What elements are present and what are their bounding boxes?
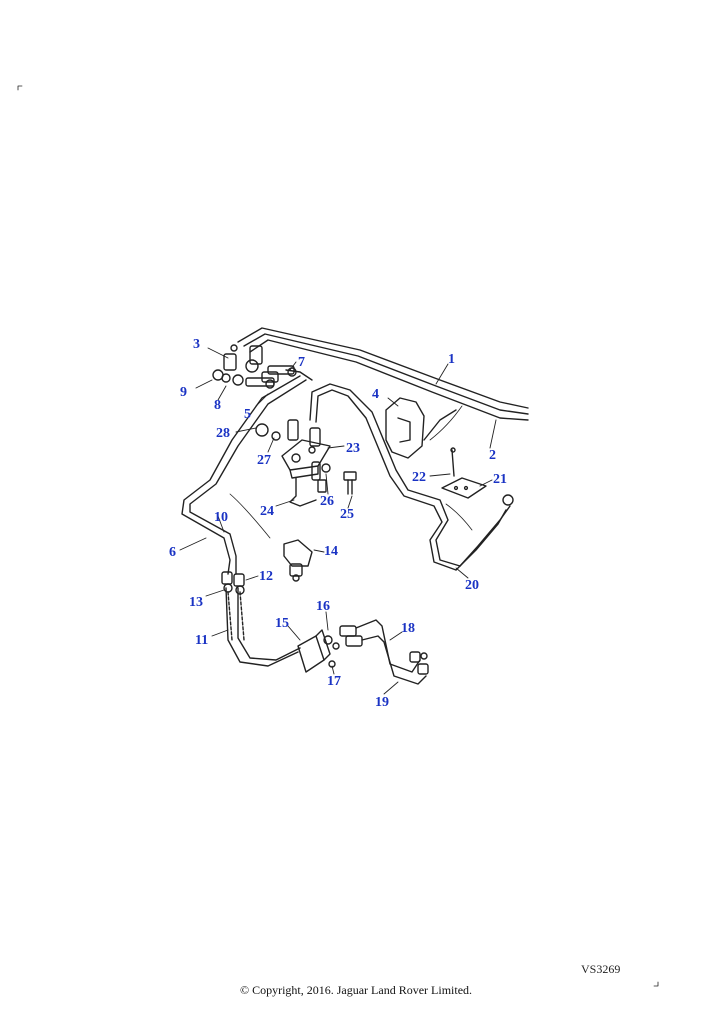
hose-clip: [283, 539, 313, 582]
callout-labels: 1 2 3 4 5 6 7 8 9 10 11 12 13 14 15 16 1…: [169, 337, 507, 710]
callout-20: 20: [465, 578, 479, 593]
callout-15: 15: [275, 616, 289, 631]
mounting-bracket: [385, 397, 457, 459]
callout-10: 10: [214, 510, 228, 525]
callout-23: 23: [346, 441, 360, 456]
callout-3: 3: [193, 337, 200, 352]
callout-6: 6: [169, 545, 176, 560]
union-fittings: [212, 344, 297, 389]
figure-reference: VS3269: [581, 962, 621, 976]
callout-19: 19: [375, 695, 389, 710]
callout-25: 25: [340, 507, 354, 522]
callout-1: 1: [448, 352, 455, 367]
callout-2: 2: [489, 448, 496, 463]
rear-brake-pipe: [309, 383, 514, 571]
corner-mark: [17, 85, 23, 91]
corner-mark: [653, 981, 659, 987]
callout-21: 21: [493, 472, 507, 487]
callout-28: 28: [216, 426, 230, 441]
callout-13: 13: [189, 595, 203, 610]
callout-4: 4: [372, 387, 379, 402]
callout-14: 14: [324, 544, 338, 559]
copyright-notice: © Copyright, 2016. Jaguar Land Rover Lim…: [239, 983, 473, 997]
pressure-valve: [255, 419, 331, 507]
pipe-clip: [441, 447, 487, 499]
callout-11: 11: [195, 633, 208, 648]
callout-17: 17: [327, 674, 341, 689]
callout-9: 9: [180, 385, 187, 400]
bolt: [321, 463, 357, 495]
callout-7: 7: [298, 355, 305, 370]
flexible-hoses: [221, 571, 301, 667]
main-brake-pipe-assembly: [237, 327, 529, 421]
front-brake-pipes: [181, 369, 313, 575]
callout-18: 18: [401, 621, 415, 636]
callout-24: 24: [260, 504, 274, 519]
leader-lines: [179, 347, 497, 695]
callout-8: 8: [214, 398, 221, 413]
callout-27: 27: [257, 453, 271, 468]
callout-26: 26: [320, 494, 334, 509]
hose-bracket: [297, 625, 363, 673]
callout-16: 16: [316, 599, 330, 614]
indicator-arcs: [229, 405, 473, 539]
callout-22: 22: [412, 470, 426, 485]
callout-5: 5: [244, 407, 251, 422]
rear-brake-pipes: [355, 619, 429, 685]
callout-12: 12: [259, 569, 273, 584]
